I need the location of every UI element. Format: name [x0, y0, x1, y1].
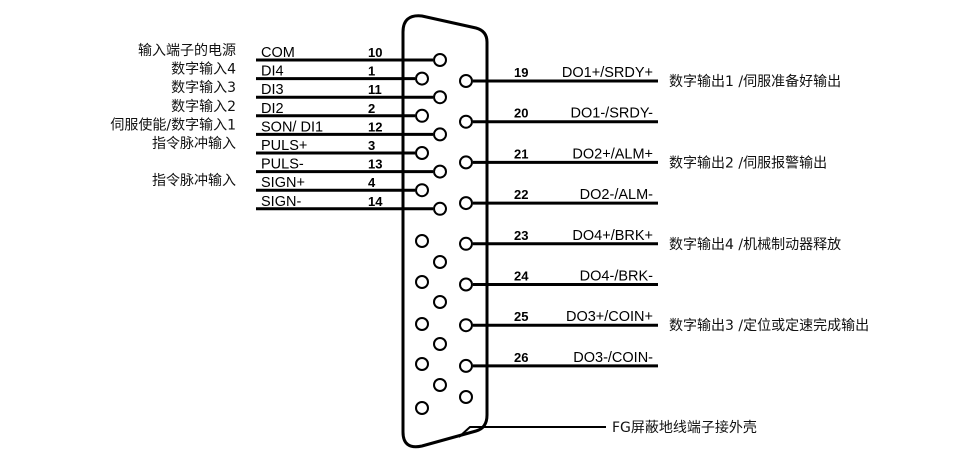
left-pin-signal: SIGN+ [261, 175, 305, 191]
left-pin-description: 输入端子的电源 [138, 43, 236, 59]
pin-hole [415, 108, 429, 123]
right-pin-description: 数字输出1 /伺服准备好输出 [669, 73, 841, 90]
shell-ground-lead [458, 426, 606, 438]
right-pin-signal: DO2+/ALM+ [572, 146, 653, 162]
pin-hole [459, 155, 473, 170]
right-pin-number: 21 [514, 146, 528, 161]
left-pin-number: 12 [368, 119, 382, 134]
pin-hole [433, 295, 447, 309]
left-pin-signal: DI2 [261, 101, 284, 117]
pin-hole [433, 378, 447, 392]
left-pin-number: 1 [368, 64, 375, 79]
right-pin-signal: DO3-/COIN- [573, 350, 653, 366]
pin-hole [459, 277, 473, 292]
pin-hole [415, 234, 429, 248]
pin-hole [433, 201, 447, 216]
pin-hole [415, 183, 429, 198]
right-pin-description: 数字输出4 /机械制动器释放 [669, 237, 841, 253]
right-pin-number: 19 [514, 65, 528, 80]
right-pin-number: 23 [514, 228, 528, 243]
right-pin-signal: DO2-/ALM- [580, 187, 653, 203]
right-pin-signal: DO3+/COIN+ [566, 309, 653, 325]
left-pin-number: 11 [368, 82, 382, 97]
left-pin-description: 数字输入2 [171, 99, 236, 115]
left-pin-number: 2 [368, 101, 375, 116]
right-pin-number: 25 [514, 309, 528, 324]
right-pin-description: 数字输出2 /伺服报警输出 [669, 155, 827, 171]
left-pin-signal: PULS- [261, 157, 304, 173]
pin-hole [415, 401, 429, 415]
left-pin-description: 数字输入3 [171, 80, 236, 96]
pin-hole [459, 358, 473, 373]
pin-hole [459, 390, 473, 404]
right-pin-signal: DO1-/SRDY- [571, 106, 654, 122]
pin-hole [433, 53, 447, 67]
pin-hole [459, 318, 473, 333]
pin-hole [415, 275, 429, 289]
left-pin-signal: SIGN- [261, 194, 301, 210]
right-pin-description: 数字输出3 /定位或定速完成输出 [669, 318, 869, 334]
right-pin-number: 26 [514, 350, 528, 365]
pin-hole [459, 196, 473, 211]
pin-hole [459, 74, 473, 88]
left-pin-description: 指令脉冲输入 [152, 173, 236, 189]
left-pin-signal: COM [261, 45, 295, 61]
pin-hole [459, 236, 473, 251]
left-pin-signal: DI4 [261, 64, 284, 80]
pin-hole [433, 337, 447, 351]
left-pin-signal: DI3 [261, 82, 284, 98]
pin-hole [433, 90, 447, 105]
pin-hole [415, 71, 429, 86]
right-pin-signal: DO4-/BRK- [580, 269, 653, 285]
right-pin-number: 24 [514, 269, 529, 284]
pin-hole [415, 317, 429, 331]
left-pin-number: 13 [368, 157, 382, 172]
pin-hole [433, 164, 447, 179]
right-pin-signal: DO1+/SRDY+ [562, 65, 653, 81]
pin-hole [415, 146, 429, 160]
left-pin-description: 指令脉冲输入 [152, 136, 236, 152]
left-pin-description: 伺服使能/数字输入1 [110, 116, 236, 133]
shell-ground-label: FG屏蔽地线端子接外壳 [612, 419, 757, 436]
pin-hole [415, 357, 429, 371]
left-pin-number: 14 [368, 194, 383, 209]
connector-shell [401, 14, 489, 449]
right-pin-number: 20 [514, 106, 528, 121]
left-pin-signal: SON/ DI1 [261, 119, 323, 135]
left-pin-number: 4 [368, 175, 376, 190]
left-pin-number: 10 [368, 45, 382, 60]
pin-hole [433, 255, 447, 269]
left-pin-signal: PULS+ [261, 138, 307, 154]
left-pin-description: 数字输入4 [171, 62, 236, 78]
right-pin-signal: DO4+/BRK+ [572, 228, 653, 244]
pin-hole [433, 127, 447, 142]
right-pin-number: 22 [514, 187, 528, 202]
left-pin-number: 3 [368, 138, 375, 153]
pin-hole [459, 114, 473, 129]
